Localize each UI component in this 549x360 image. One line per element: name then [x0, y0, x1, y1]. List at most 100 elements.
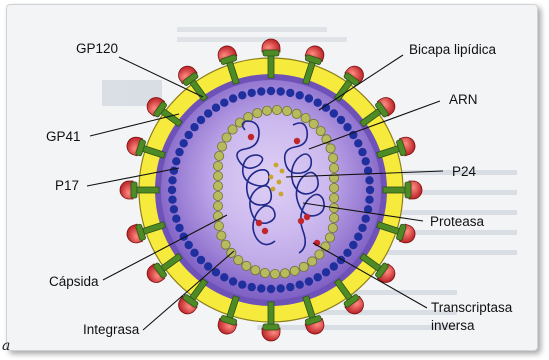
p17-bead: [229, 277, 237, 285]
capsid-bead: [326, 144, 335, 153]
p17-bead: [257, 284, 265, 292]
p17-bead: [277, 87, 285, 95]
gp41-collar: [263, 50, 279, 56]
p17-bead: [267, 285, 275, 293]
capsid-bead: [260, 268, 269, 277]
p17-bead: [286, 89, 294, 97]
p17-bead: [257, 87, 265, 95]
capsid-bead: [272, 105, 281, 114]
p17-bead: [229, 94, 237, 102]
p17-bead: [168, 186, 176, 194]
p17-bead: [296, 281, 304, 289]
p17-bead: [362, 157, 370, 165]
p17-bead: [248, 283, 256, 291]
capsid-bead: [329, 153, 338, 162]
p17-bead: [248, 89, 256, 97]
p17-bead: [168, 196, 176, 204]
p17-bead: [168, 176, 176, 184]
label-capsida: Cápsida: [49, 274, 99, 289]
p17-bead: [197, 256, 205, 264]
capsid-bead: [280, 269, 289, 278]
capsid-bead: [309, 119, 318, 128]
figure-frame: GP120 GP41 P17 Cápsida Integrasa Bicapa …: [6, 4, 538, 351]
p17-bead: [349, 241, 357, 249]
label-gp120: GP120: [76, 41, 118, 56]
p17-bead: [362, 215, 370, 223]
p17-bead: [185, 241, 193, 249]
p17-bead: [277, 284, 285, 292]
p17-bead: [337, 116, 345, 124]
p17-bead: [170, 205, 178, 213]
label-arn: ARN: [449, 92, 478, 107]
p17-bead: [343, 249, 351, 257]
capsid-bead: [308, 257, 317, 266]
p17-bead: [358, 148, 366, 156]
label-integrasa: Integrasa: [83, 322, 140, 337]
capsid-bead: [213, 171, 222, 180]
p17-bead: [343, 123, 351, 131]
p17-bead: [220, 99, 228, 107]
capsid-bead: [253, 109, 262, 118]
p17-bead: [190, 123, 198, 131]
p17-bead: [354, 139, 362, 147]
p17-bead: [305, 277, 313, 285]
capsid-bead: [242, 261, 251, 270]
p17-bead: [238, 91, 246, 99]
p17-bead: [296, 91, 304, 99]
capsid-bead: [213, 161, 222, 170]
capsid-bead: [221, 240, 230, 249]
p17-bead: [354, 233, 362, 241]
p17-bead: [190, 249, 198, 257]
p17-bead: [365, 196, 373, 204]
p17-bead: [365, 176, 373, 184]
p17-bead: [197, 116, 205, 124]
capsid-bead: [329, 183, 338, 192]
capsid-bead: [301, 114, 310, 123]
capsid-bead: [228, 125, 237, 134]
capsid-bead: [290, 266, 299, 275]
capsid-bead: [251, 266, 260, 275]
p17-bead: [366, 186, 374, 194]
capsid-bead: [213, 191, 222, 200]
capsid-bead: [262, 106, 271, 115]
p17-bead: [220, 273, 228, 281]
capsid-bead: [329, 193, 338, 202]
capsid-bead: [217, 231, 226, 240]
capsid-bead: [213, 201, 222, 210]
label-proteasa: Proteasa: [430, 214, 485, 229]
capsid-bead: [214, 221, 223, 230]
capsid-bead: [315, 250, 324, 259]
capsid-bead: [325, 233, 334, 242]
capsid-bead: [328, 223, 337, 232]
p17-bead: [314, 99, 322, 107]
p17-bead: [170, 167, 178, 175]
p17-bead: [204, 262, 212, 270]
capsid-bead: [270, 269, 279, 278]
capsid-bead: [222, 133, 231, 142]
gp41-collar: [263, 324, 279, 330]
capsid-bead: [292, 109, 301, 118]
p17-bead: [172, 157, 180, 165]
capsid-bead: [213, 181, 222, 190]
p17-bead: [305, 94, 313, 102]
capsid-bead: [329, 213, 338, 222]
label-gp41: GP41: [46, 129, 81, 144]
label-p17: P17: [55, 178, 79, 193]
p17-bead: [180, 139, 188, 147]
capsid-bead: [234, 256, 243, 265]
capsid-bead: [316, 127, 325, 136]
p17-bead: [185, 131, 193, 139]
capsid-bead: [215, 151, 224, 160]
p17-bead: [330, 262, 338, 270]
capsid-bead: [282, 106, 291, 115]
gp41-collar: [405, 182, 411, 198]
p17-bead: [267, 87, 275, 95]
label-inversa: inversa: [431, 318, 475, 333]
gp41-collar: [131, 182, 137, 198]
p17-bead: [204, 109, 212, 117]
p17-bead: [286, 283, 294, 291]
capsid-fill: [218, 110, 334, 274]
p17-bead: [172, 215, 180, 223]
p17-bead: [212, 104, 220, 112]
hiv-virion-diagram: GP120 GP41 P17 Cápsida Integrasa Bicapa …: [7, 5, 537, 350]
